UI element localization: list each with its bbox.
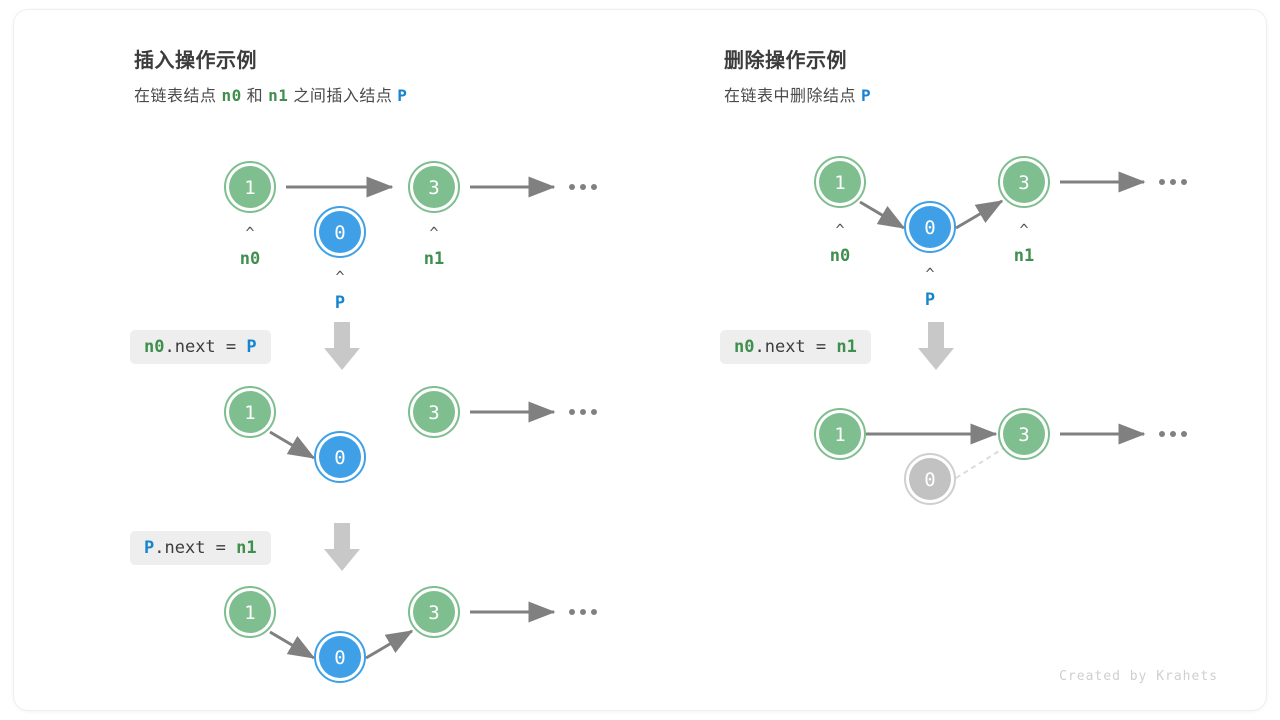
delete-step1-code: n0.next = n1	[720, 330, 871, 364]
link-p-n1	[365, 629, 414, 660]
subtitle-n0: n0	[221, 86, 242, 105]
content-card: 插入操作示例 在链表结点 n0 和 n1 之间插入结点 P	[14, 10, 1266, 710]
node-3: 3	[408, 386, 460, 438]
pointer-label-n0: n0	[240, 249, 260, 269]
node-0-value: 0	[334, 447, 345, 469]
subtitle-text-1: 在链表结点	[134, 88, 222, 105]
node-1: 1	[224, 386, 276, 438]
node-3-value: 3	[1018, 424, 1029, 446]
node-p-value: 0	[334, 222, 345, 244]
node-deleted: 0	[904, 453, 956, 505]
link-removed-dashed	[955, 447, 1005, 479]
insert-panel-title: 插入操作示例	[134, 50, 257, 72]
node-p-value: 0	[924, 217, 935, 239]
code2-p: P	[144, 538, 155, 558]
code1-p: P	[246, 337, 257, 357]
node-1-value: 1	[834, 424, 845, 446]
caret-n1: ^	[429, 224, 438, 242]
node-1-value: 1	[244, 402, 255, 424]
node-n0: 1	[224, 161, 276, 213]
caret-n1: ^	[1019, 221, 1028, 239]
subtitle-text-3: 之间插入结点	[288, 88, 398, 105]
delete-row-after: 1 0 3	[704, 390, 1224, 520]
node-n0-value: 1	[244, 177, 255, 199]
code-n0: n0	[734, 337, 755, 357]
pointer-label-n1: n1	[424, 249, 444, 269]
pointer-label-p: P	[335, 293, 345, 313]
node-n1-value: 3	[428, 177, 439, 199]
subtitle-p: P	[397, 86, 408, 105]
node-n0-value: 1	[834, 172, 845, 194]
node-1: 1	[814, 408, 866, 460]
ellipsis-icon	[569, 609, 597, 615]
down-arrow-icon	[324, 322, 360, 370]
node-3-value: 3	[428, 402, 439, 424]
node-0: 0	[314, 431, 366, 483]
node-3: 3	[998, 408, 1050, 460]
insert-step2-down-arrow	[322, 523, 362, 575]
subtitle-p: P	[860, 86, 872, 105]
insert-panel-subtitle: 在链表结点 n0 和 n1 之间插入结点 P	[134, 82, 407, 106]
node-p: 0	[314, 206, 366, 258]
ellipsis-icon	[569, 184, 597, 190]
link-p-n1	[955, 199, 1004, 230]
node-3: 3	[408, 586, 460, 638]
delete-panel: 删除操作示例 在链表中删除结点 P 1 ^ n0 0	[704, 10, 1264, 710]
node-n0: 1	[814, 156, 866, 208]
code-n1: n1	[836, 337, 857, 357]
insert-row-initial: 1 ^ n0 0 ^ P 3 ^ n1	[114, 140, 634, 320]
caret-p: ^	[335, 268, 344, 286]
node-0: 0	[314, 631, 366, 683]
node-1-value: 1	[244, 602, 255, 624]
ellipsis-icon	[1159, 431, 1187, 437]
code1-next: .next =	[164, 337, 247, 357]
code2-next: .next =	[154, 538, 237, 558]
code2-n1: n1	[236, 538, 257, 558]
delete-step1-down-arrow	[916, 322, 956, 374]
insert-row-after-step1: 1 0 3	[114, 370, 634, 490]
code-next: .next =	[754, 337, 837, 357]
down-arrow-icon	[918, 322, 954, 370]
subtitle-text-2: 和	[241, 88, 269, 105]
delete-row-before: 1 ^ n0 0 ^ P 3 ^ n1	[704, 140, 1224, 330]
delete-panel-title: 删除操作示例	[724, 50, 847, 72]
caret-n0: ^	[245, 224, 254, 242]
pointer-label-n0: n0	[830, 246, 850, 266]
credit-text: Created by Krahets	[1059, 669, 1218, 684]
node-0-value: 0	[334, 647, 345, 669]
node-p: 0	[904, 201, 956, 253]
node-n1: 3	[408, 161, 460, 213]
node-3-value: 3	[428, 602, 439, 624]
node-1: 1	[224, 586, 276, 638]
node-n1-value: 3	[1018, 172, 1029, 194]
ellipsis-icon	[569, 409, 597, 415]
code1-n0: n0	[144, 337, 165, 357]
down-arrow-icon	[324, 523, 360, 571]
insert-step1-down-arrow	[322, 322, 362, 374]
insert-panel: 插入操作示例 在链表结点 n0 和 n1 之间插入结点 P	[114, 10, 714, 710]
caret-n0: ^	[835, 221, 844, 239]
caret-p: ^	[925, 265, 934, 283]
subtitle-n1: n1	[268, 86, 289, 105]
insert-row-after-step2: 1 0 3	[114, 570, 634, 690]
delete-panel-subtitle: 在链表中删除结点 P	[724, 82, 871, 106]
pointer-label-n1: n1	[1014, 246, 1034, 266]
insert-step2-code: P.next = n1	[130, 531, 271, 565]
node-n1: 3	[998, 156, 1050, 208]
link-n0-p	[269, 430, 316, 460]
link-n0-p	[269, 630, 316, 660]
ellipsis-icon	[1159, 179, 1187, 185]
insert-step1-code: n0.next = P	[130, 330, 271, 364]
node-deleted-value: 0	[924, 469, 935, 491]
link-n0-p	[859, 200, 906, 230]
subtitle-text-1: 在链表中删除结点	[724, 88, 861, 105]
pointer-label-p: P	[925, 290, 935, 310]
